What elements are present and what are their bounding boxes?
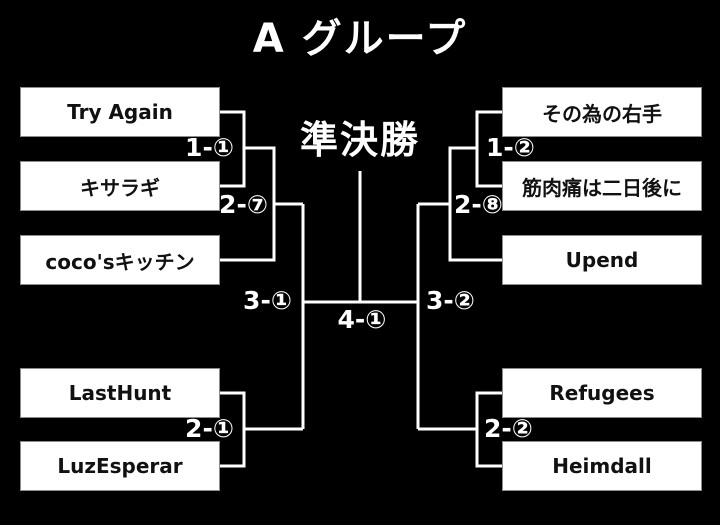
team-box-kinnikutsu: 筋肉痛は二日後に bbox=[502, 161, 702, 211]
team-box-lasthunt: LastHunt bbox=[20, 368, 220, 418]
match-label-final: 4-① bbox=[337, 305, 387, 334]
team-box-heimdall: Heimdall bbox=[502, 441, 702, 491]
team-box-try-again: Try Again bbox=[20, 87, 220, 137]
match-label-right-round1: 1-② bbox=[486, 133, 535, 162]
page-title: A グループ bbox=[252, 16, 468, 62]
match-label-left-round2: 2-⑦ bbox=[219, 190, 268, 219]
round-title: 準決勝 bbox=[299, 118, 420, 162]
bracket-lines-left bbox=[220, 110, 305, 468]
team-box-luzesperar: LuzEsperar bbox=[20, 441, 220, 491]
match-label-right-bottom: 2-② bbox=[484, 414, 533, 443]
team-box-kisaragi: キサラギ bbox=[20, 161, 220, 211]
team-box-refugees: Refugees bbox=[502, 368, 702, 418]
match-label-right-round2: 2-⑧ bbox=[454, 190, 503, 219]
match-label-left-bottom: 2-① bbox=[185, 414, 234, 443]
match-label-left-round1: 1-① bbox=[185, 133, 234, 162]
team-box-upend: Upend bbox=[502, 235, 702, 285]
match-label-right-semifinal: 3-② bbox=[426, 286, 475, 315]
team-box-cocos-kitchen: coco'sキッチン bbox=[20, 235, 220, 285]
team-box-sonotame-no-migite: その為の右手 bbox=[502, 87, 702, 137]
bracket-lines-right bbox=[416, 110, 502, 468]
match-label-left-semifinal: 3-① bbox=[243, 286, 292, 315]
bracket-lines-center bbox=[303, 171, 418, 304]
